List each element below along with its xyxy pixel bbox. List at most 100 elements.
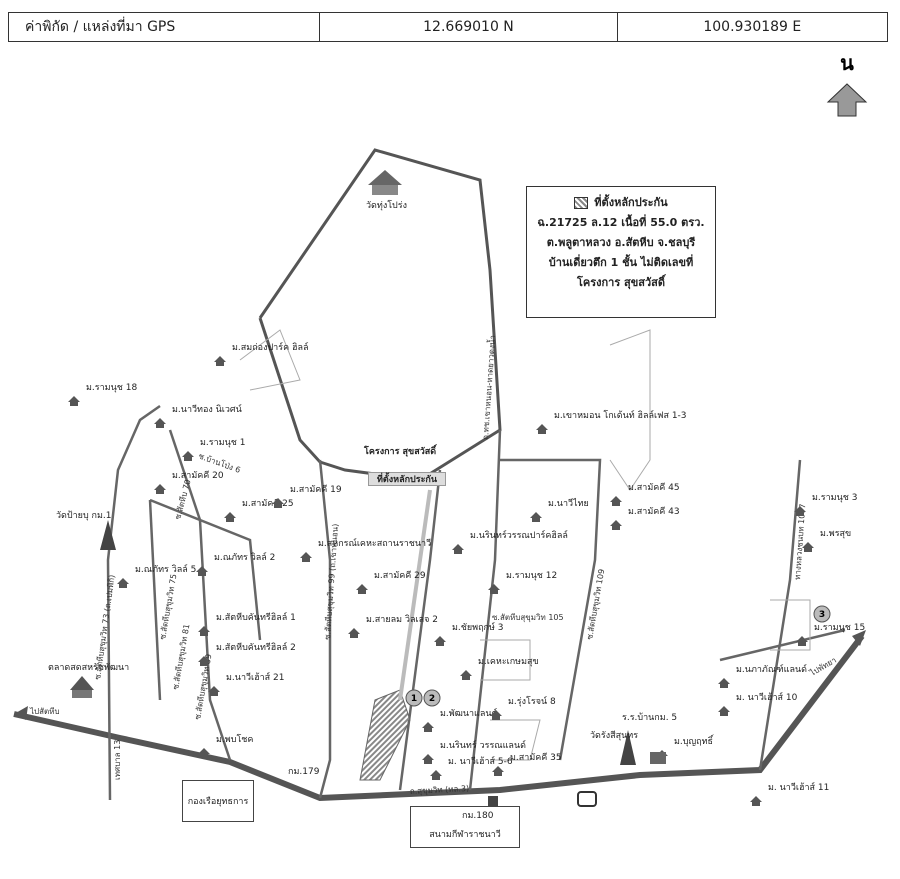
place-label: ม.รุ่งโรจน์ 8 (508, 695, 556, 707)
house-icon (750, 796, 762, 806)
navy-dept-label: กองเรือยุทธการ (187, 797, 249, 807)
house-icon (796, 636, 808, 646)
house-icon (488, 584, 500, 594)
km-marker-icon (488, 796, 498, 806)
wat-bai-label: วัดป้ายบุ กม.1 (56, 510, 111, 521)
house-icon (530, 512, 542, 522)
place-label: ม.สามัคคี 19 (290, 484, 342, 495)
house-icon (492, 766, 504, 776)
place-label: ม.รามนุช 1 (200, 438, 245, 448)
info-line1: ฉ.21725 ล.12 เนื้อที่ 55.0 ตรว. (537, 216, 705, 229)
place-label: ม.ณภัทร วิลล์ 5 (135, 563, 196, 575)
marker-number: 1 (411, 694, 417, 704)
place-label: ม. นาวีเฮ้าส์ 10 (736, 691, 798, 703)
stadium-box: สนามกีฬาราชนาวี (410, 806, 520, 848)
place-label: ม.รามนุช 18 (86, 383, 137, 393)
house-icon (154, 418, 166, 428)
market-icon (70, 676, 94, 698)
marker-circle (813, 605, 831, 623)
navy-dept-box: กองเรือยุทธการ (182, 780, 254, 822)
house-icon (272, 498, 284, 508)
marker-number: 3 (819, 610, 825, 620)
km180-label: กม.180 (462, 811, 494, 821)
temple-icon (368, 170, 402, 195)
house-icon (300, 552, 312, 562)
project-area (359, 689, 411, 781)
place-label: ม.นภาภัณฑ์แลนด์ (736, 663, 807, 675)
secondary-roads (106, 404, 846, 801)
coordinate-header: ค่าพิกัด / แหล่งที่มา GPS 12.669010 N 10… (8, 12, 888, 42)
gas-station-icon (577, 791, 597, 807)
pagoda-icon (620, 730, 636, 765)
place-label: ม.บุญฤทธิ์ (674, 734, 715, 747)
house-icon (718, 706, 730, 716)
coordinate-label: ค่าพิกัด / แหล่งที่มา GPS (9, 13, 321, 41)
place-label: ม.นรินทร์วรรณปาร์คฮิลล์ (470, 529, 568, 541)
place-label: ม.รามนุช 15 (814, 623, 865, 633)
place-label: ม.นาวีไทย (548, 498, 589, 509)
place-label: ม.สามัคคี 29 (374, 570, 426, 581)
road-north-loop (258, 148, 502, 482)
house-icon (422, 754, 434, 764)
house-icon (452, 544, 464, 554)
house-icon (198, 656, 210, 666)
house-icon (348, 628, 360, 638)
info-title: ที่ตั้งหลักประกัน (594, 196, 668, 209)
house-icon (224, 512, 236, 522)
road-label-to-sattahip: ไปสัตหีบ (29, 707, 60, 716)
longitude-value: 100.930189 E (703, 19, 802, 35)
house-icon (214, 356, 226, 366)
place-label: ม.ชัยพฤกษ์ 3 (452, 621, 504, 633)
places-layer: ม.สมถ่องปาร์ค ฮิลล์ม.รามนุช 18ม.นาวีทอง … (68, 341, 865, 806)
road-sukhumvit (13, 634, 865, 802)
house-icon (198, 748, 210, 758)
stadium-label: สนามกีฬาราชนาวี (429, 830, 501, 840)
school-label: ร.ร.บ้านกม. 5 (622, 712, 677, 723)
place-label: ม.สามัคคี 20 (172, 470, 224, 481)
info-line3: บ้านเดี่ยวตึก 1 ชั้น ไม่ติดเลขที่ (548, 256, 694, 269)
place-label: ม.นาวีทอง นิเวศน์ (172, 403, 242, 415)
house-icon (196, 566, 208, 576)
house-icon (68, 396, 80, 406)
arrow-to-pattaya-icon (852, 630, 866, 646)
house-icon (182, 451, 194, 461)
temple-top-label: วัดทุ่งโปร่ง (366, 200, 407, 211)
latitude-value: 12.669010 N (320, 13, 618, 41)
place-label: ม. นาวีเฮ้าส์ 5-6 (448, 755, 513, 767)
km179-label: กม.179 (288, 767, 320, 777)
place-label: ม. นาวีเฮ้าส์ 11 (768, 781, 829, 793)
place-label: ม.นาวีเฮ้าส์ 21 (226, 671, 284, 683)
house-icon (117, 578, 129, 588)
place-label: ม.สามัคคี 35 (510, 752, 562, 763)
house-icon (154, 484, 166, 494)
house-icon (490, 710, 502, 720)
place-label: ม.นรินทร์ วรรณแลนด์ (440, 739, 526, 751)
place-label: ม.สามัคคี 25 (242, 498, 294, 509)
road-label-soi81: ซ.สัตหีบสุขุมวิท 81 (171, 623, 191, 690)
road-label-13: เทศบาล 13 (113, 740, 122, 780)
school-icon (650, 752, 666, 764)
house-icon (610, 520, 622, 530)
place-label: ม.สหกรณ์เคหะสถานราชนาวี (318, 537, 431, 549)
project-pin-label: ที่ตั้งหลักประกัน (368, 472, 446, 486)
road-label-khaonon: ถ.ทช.เขาหนอน-หาดยาวดงน้ำ (479, 335, 497, 440)
hatch-legend-icon (574, 197, 589, 209)
place-label: ม.พบโชค (216, 734, 253, 745)
marker-circle (405, 689, 423, 707)
house-icon (430, 770, 442, 780)
house-icon (198, 626, 210, 636)
place-label: ม.สามัคคี 43 (628, 506, 680, 517)
house-icon (718, 678, 730, 688)
place-label: ม.รามนุช 3 (812, 493, 857, 503)
road-label-soi105: ซ.สัตหีบสุขุมวิท 105 (492, 613, 564, 622)
place-label: ม.รามนุช 12 (506, 571, 557, 581)
market-label: ตลาดสดสหรัชพัฒนา (48, 663, 129, 673)
north-arrow-icon (826, 83, 868, 117)
house-icon (536, 424, 548, 434)
wat-icon (100, 520, 116, 550)
house-icon (208, 686, 220, 696)
house-icon (422, 722, 434, 732)
road-label-soi75: ซ.สัตหีบสุขุมวิท 75 (158, 573, 178, 640)
